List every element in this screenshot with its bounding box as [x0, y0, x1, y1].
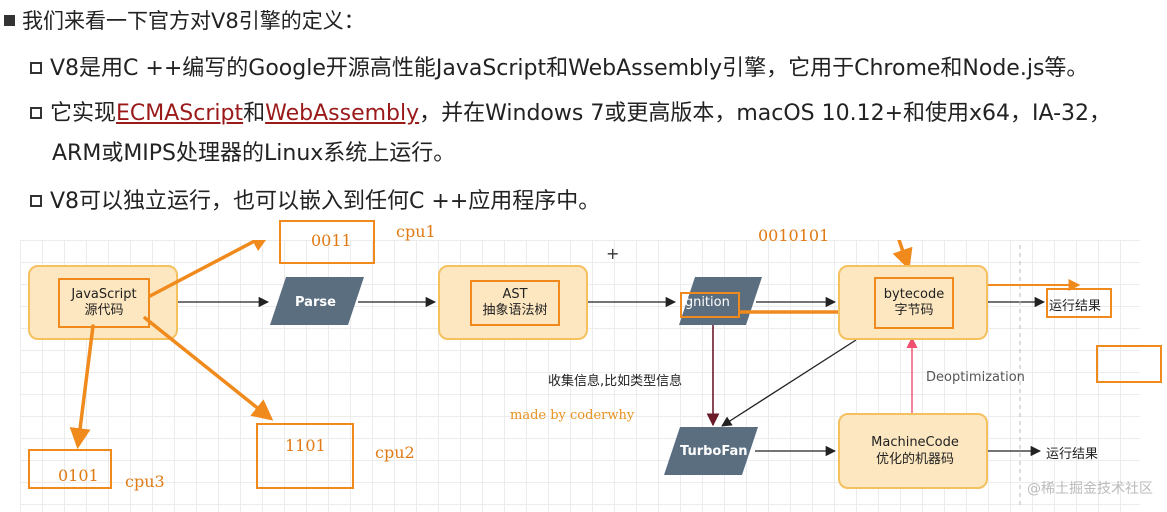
bytecode-box: bytecode 字节码 — [874, 277, 954, 329]
annotation-cpu1: cpu1 — [396, 222, 436, 241]
diagram-svg — [69, 240, 1081, 505]
filled-square-bullet-icon — [4, 15, 15, 26]
ignition-label: Ignition — [681, 295, 730, 310]
bullet-3: V8可以独立运行，也可以嵌入到任何C ++应用程序中。 — [30, 187, 600, 217]
annotation-box-0101 — [28, 449, 112, 489]
watermark: @稀土掘金技术社区 — [1027, 481, 1153, 497]
annotation-0101: 0101 — [58, 466, 99, 485]
machinecode-node — [838, 413, 988, 489]
arrow-bytecode-to-turbofan — [721, 339, 857, 427]
bullet-1-text: V8是用C ++编写的Google开源高性能JavaScript和WebAsse… — [50, 56, 1089, 81]
machinecode-labels: MachineCode 优化的机器码 — [860, 434, 970, 468]
made-by-label: made by coderwhy — [510, 408, 635, 423]
collect-info-label: 收集信息,比如类型信息 — [548, 374, 683, 389]
ast-cn-label: 抽象语法树 — [482, 303, 548, 318]
annotation-cpu2: cpu2 — [375, 443, 415, 462]
result-label-1: 运行结果 — [1049, 299, 1102, 314]
bullet-1: V8是用C ++编写的Google开源高性能JavaScript和WebAsse… — [30, 54, 1088, 84]
hand-arrow-into-bytecode — [892, 240, 913, 270]
turbofan-label: TurboFan — [680, 444, 748, 459]
result-label-2: 运行结果 — [1046, 447, 1099, 462]
ast-label: AST — [502, 287, 528, 302]
ast-node — [438, 265, 588, 340]
parse-label: Parse — [295, 295, 336, 310]
hollow-square-bullet-icon — [30, 107, 42, 119]
heading-text: 我们来看一下官方对V8引擎的定义： — [22, 9, 365, 33]
bullet-2-suffix: ，并在Windows 7或更高版本，macOS 10.12+和使用x64，IA-… — [419, 101, 1112, 126]
hand-arrow-to-1101 — [143, 316, 274, 421]
javascript-source-box: JavaScript 源代码 — [58, 278, 150, 328]
annotation-cpu3: cpu3 — [125, 472, 165, 491]
result-box — [1046, 288, 1112, 318]
crosshair-cursor-icon: + — [606, 244, 620, 263]
bullet-2-mid: 和 — [243, 101, 266, 126]
annotation-0011: 0011 — [311, 231, 352, 250]
ignition-highlight-box — [680, 292, 740, 318]
annotation-box-empty — [1096, 345, 1162, 383]
hollow-square-bullet-icon — [30, 195, 42, 207]
annotation-box-0011 — [279, 220, 375, 264]
annotation-box-1101 — [256, 423, 354, 489]
bytecode-cn-label: 字节码 — [894, 303, 934, 318]
bytecode-label: bytecode — [883, 287, 945, 302]
ecmascript-link[interactable]: ECMAScript — [116, 101, 244, 126]
ast-box: AST 抽象语法树 — [470, 280, 560, 326]
parse-shape — [270, 277, 364, 325]
hand-arrow-to-0101 — [69, 324, 95, 450]
bullet-2-line-2: ARM或MIPS处理器的Linux系统上运行。 — [52, 139, 455, 169]
turbofan-shape — [664, 427, 758, 475]
webassembly-link[interactable]: WebAssembly — [265, 101, 420, 126]
bullet-3-text: V8可以独立运行，也可以嵌入到任何C ++应用程序中。 — [50, 189, 601, 214]
annotation-0010101: 0010101 — [758, 226, 830, 245]
hand-arrow-to-0011 — [148, 240, 272, 298]
annotation-1101: 1101 — [285, 436, 326, 455]
hollow-square-bullet-icon — [30, 62, 42, 74]
heading: 我们来看一下官方对V8引擎的定义： — [4, 6, 365, 36]
deoptimization-label: Deoptimization — [926, 370, 1025, 385]
bullet-2-line-2-text: ARM或MIPS处理器的Linux系统上运行。 — [52, 141, 456, 166]
v8-pipeline-diagram: JavaScript 源代码 — [20, 220, 1167, 512]
javascript-label: JavaScript — [71, 287, 137, 302]
source-code-label: 源代码 — [84, 303, 124, 318]
machinecode-cn-label: 优化的机器码 — [875, 452, 954, 467]
bullet-2-prefix: 它实现 — [50, 101, 117, 126]
machinecode-label: MachineCode — [871, 435, 959, 450]
bullet-2: 它实现ECMAScript和WebAssembly，并在Windows 7或更高… — [30, 99, 1111, 129]
